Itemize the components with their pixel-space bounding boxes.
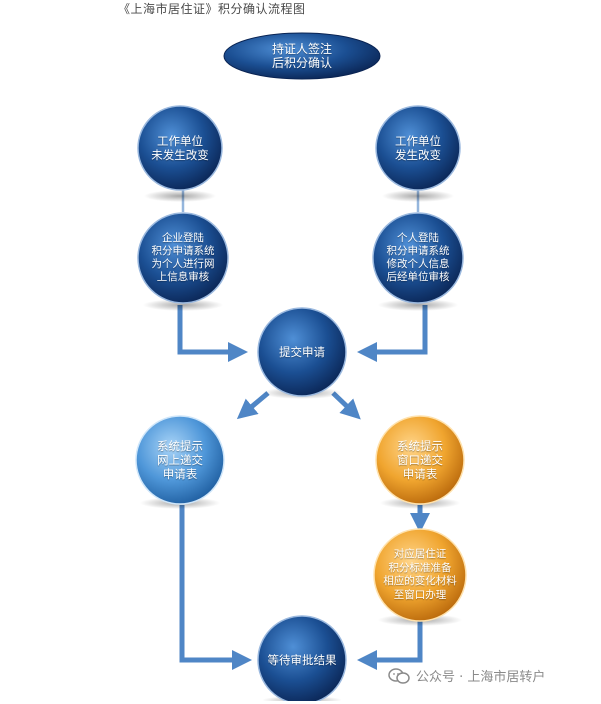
node-result	[257, 615, 347, 701]
connector-materials-to-result	[357, 620, 423, 670]
node-start	[223, 32, 381, 80]
connector-left-to-submit	[177, 305, 248, 362]
node-submit	[257, 307, 347, 397]
node-start-label: 持证人签注 后积分确认	[271, 42, 332, 70]
connector-online-to-result	[179, 505, 252, 670]
node-window-prompt-label: 系统提示 窗口递交 申请表	[397, 439, 443, 481]
node-submit-label: 提交申请	[279, 345, 325, 359]
node-company-review-label: 企业登陆 积分申请系统 为个人进行网 上信息审核	[151, 232, 215, 283]
node-online-prompt-label: 系统提示 网上递交 申请表	[157, 439, 203, 481]
node-personal-modify	[372, 212, 464, 304]
node-unit-changed	[375, 105, 461, 191]
watermark: 公众号 · 上海市居转户	[388, 666, 545, 685]
page-title: 《上海市居住证》积分确认流程图	[118, 2, 306, 16]
watermark-text: 公众号 · 上海市居转户	[416, 670, 546, 685]
node-online-prompt	[135, 415, 225, 505]
node-unit-unchanged	[137, 105, 223, 191]
node-window-prompt	[375, 415, 465, 505]
connector-right-to-submit	[357, 305, 428, 362]
connector-submit-to-online	[236, 391, 270, 420]
node-materials	[373, 528, 467, 622]
node-personal-modify-label: 个人登陆 积分申请系统 修改个人信息 后经单位审核	[386, 232, 450, 283]
node-unit-changed-label: 工作单位 发生改变	[395, 134, 441, 162]
node-result-label: 等待审批结果	[267, 653, 337, 667]
node-company-review	[137, 212, 229, 304]
wechat-channel-icon	[388, 667, 410, 684]
node-materials-label: 对应居住证 积分标准准备 相应的变化材料 至窗口办理	[383, 548, 457, 601]
node-unit-unchanged-label: 工作单位 未发生改变	[151, 134, 209, 162]
connector-submit-to-window	[331, 391, 361, 420]
